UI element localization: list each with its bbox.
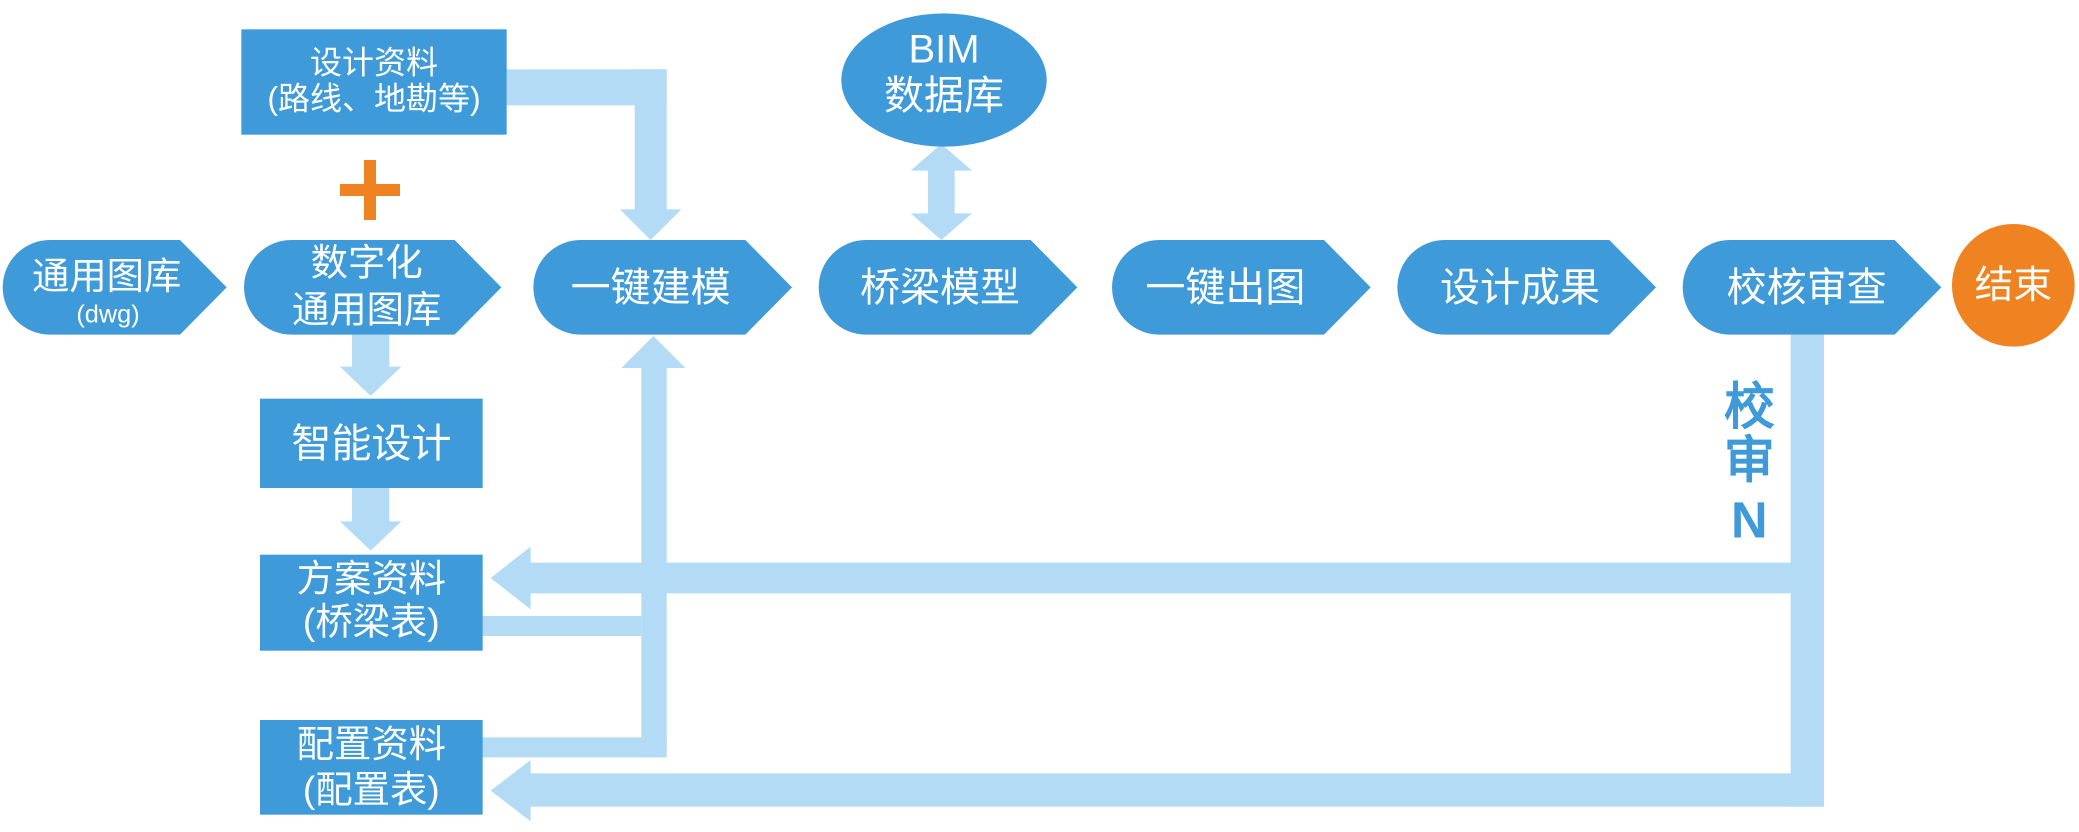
arrowhead-down-icon: [620, 209, 682, 240]
node-smart-design: 智能设计: [260, 398, 483, 488]
arrowhead-left-icon: [490, 546, 531, 610]
review-rejected-char-3: N: [1731, 492, 1768, 549]
end-circle: [1952, 224, 2075, 347]
bim-database-title: BIM: [908, 27, 979, 71]
common-library-title: 通用图库: [32, 255, 181, 297]
digital-library-line-2: 通用图库: [292, 288, 441, 330]
scheme-data-title: 方案资料: [297, 558, 446, 600]
common-library-shape: [2, 240, 227, 335]
smart-design-box: [260, 398, 483, 488]
arrowhead-up-icon: [621, 336, 686, 368]
design-data-subtitle: (路线、地勘等): [267, 81, 480, 117]
arrowhead-left-icon: [490, 760, 531, 822]
review-rejected-label: 校 审 N: [1724, 378, 1775, 548]
node-design-results: 设计成果: [1397, 240, 1656, 335]
digital-library-shape: [244, 240, 502, 335]
arrowhead-up-icon: [910, 144, 972, 171]
bim-database-subtitle: 数据库: [884, 74, 1004, 118]
node-design-data: 设计资料 (路线、地勘等): [241, 29, 507, 135]
node-one-click-drawing: 一键出图: [1112, 240, 1371, 335]
common-library-format: (dwg): [76, 301, 139, 329]
connector-smart-design-to-scheme: [340, 488, 402, 551]
node-common-library: 通用图库 (dwg): [2, 240, 227, 335]
config-data-box: [260, 720, 483, 815]
scheme-data-box: [260, 554, 483, 651]
node-bim-database: BIM 数据库: [841, 13, 1047, 147]
connector-library-to-smart-design: [340, 334, 402, 396]
node-end: 结束: [1952, 224, 2075, 347]
config-data-subtitle: (配置表): [303, 768, 440, 810]
node-digital-library: 数字化 通用图库: [244, 240, 502, 335]
bim-database-ellipse: [841, 13, 1047, 147]
arrowhead-down-icon: [910, 213, 972, 240]
connector-data-to-modeling: [482, 336, 686, 758]
digital-library-line-1: 数字化: [311, 242, 423, 284]
node-config-data: 配置资料 (配置表): [260, 720, 483, 815]
review-shape: [1682, 240, 1942, 335]
review-rejected-char-1: 校: [1724, 378, 1775, 435]
one-click-modeling-label: 一键建模: [571, 266, 731, 310]
arrowhead-down-icon: [340, 366, 402, 396]
one-click-drawing-shape: [1112, 240, 1371, 335]
node-scheme-data: 方案资料 (桥梁表): [260, 554, 483, 651]
design-results-shape: [1397, 240, 1656, 335]
one-click-drawing-label: 一键出图: [1145, 266, 1305, 310]
node-review: 校核审查: [1682, 240, 1942, 335]
design-data-box: [241, 29, 507, 135]
review-label: 校核审查: [1727, 266, 1887, 310]
connector-design-data-to-modeling: [506, 69, 682, 240]
design-results-label: 设计成果: [1440, 266, 1600, 310]
arrowhead-down-icon: [340, 521, 402, 551]
plus-icon: [340, 160, 400, 220]
review-rejected-char-2: 审: [1724, 432, 1775, 489]
node-bridge-model: 桥梁模型: [818, 240, 1078, 335]
connector-review-feedback: [490, 334, 1825, 822]
smart-design-label: 智能设计: [291, 422, 451, 466]
design-data-title: 设计资料: [310, 45, 438, 81]
scheme-data-subtitle: (桥梁表): [303, 600, 440, 642]
connector-bim-bridge-bidirectional: [910, 144, 972, 240]
one-click-modeling-shape: [533, 240, 792, 335]
node-one-click-modeling: 一键建模: [533, 240, 792, 335]
config-data-title: 配置资料: [297, 723, 446, 765]
bridge-model-label: 桥梁模型: [860, 266, 1020, 310]
end-label: 结束: [1975, 264, 2052, 307]
bridge-model-shape: [818, 240, 1078, 335]
